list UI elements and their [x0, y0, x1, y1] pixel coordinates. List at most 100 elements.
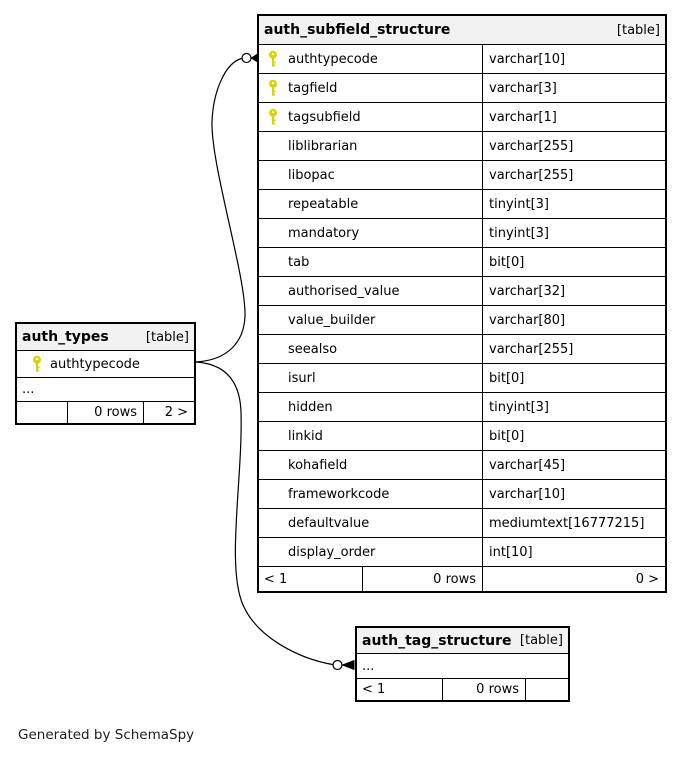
column-name-text: isurl — [288, 370, 316, 386]
column-list: authtypecode varchar[10] tagfield varchar[… — [259, 44, 665, 566]
column-type: varchar[80] — [482, 306, 665, 334]
primary-key-icon — [268, 79, 278, 97]
edge-auth-types-to-auth-tag-structure — [195, 361, 333, 666]
column-row-defaultvalue: defaultvalue mediumtext[16777215] — [259, 508, 665, 537]
column-name-text: mandatory — [288, 225, 360, 241]
column-name-text: liblibrarian — [288, 138, 358, 154]
parents-count: < 1 — [264, 571, 288, 587]
column-row-isurl: isurl bit[0] — [259, 363, 665, 392]
column-type: int[10] — [482, 538, 665, 566]
column-name-text: authtypecode — [288, 51, 378, 67]
table-footer: 0 rows 2 > — [17, 401, 194, 423]
column-type: bit[0] — [482, 422, 665, 450]
column-name: tagsubfield — [259, 103, 482, 131]
column-name: seealso — [259, 335, 482, 363]
column-type: bit[0] — [482, 364, 665, 392]
children-count: 0 > — [482, 567, 665, 591]
table-type-label: [table] — [616, 22, 660, 38]
column-name: frameworkcode — [259, 480, 482, 508]
column-type: varchar[10] — [482, 480, 665, 508]
column-type: mediumtext[16777215] — [482, 509, 665, 537]
columns-ellipsis: ... — [17, 377, 194, 401]
column-type: varchar[255] — [482, 335, 665, 363]
column-name: value_builder — [259, 306, 482, 334]
column-name-text: tagfield — [288, 80, 338, 96]
column-row-liblibrarian: liblibrarian varchar[255] — [259, 131, 665, 160]
column-name-text: tab — [288, 254, 310, 270]
column-name-text: linkid — [288, 428, 323, 444]
column-type: bit[0] — [482, 248, 665, 276]
edge-arrow-auth-tag-structure — [341, 659, 355, 671]
table-header[interactable]: auth_types [table] — [17, 324, 194, 350]
column-row-authtypecode: authtypecode varchar[10] — [259, 44, 665, 73]
column-name-text: authorised_value — [288, 283, 400, 299]
table-node-auth-subfield-structure: auth_subfield_structure [table] authtype… — [257, 14, 667, 593]
children-count — [525, 679, 568, 700]
column-name-text: kohafield — [288, 457, 348, 473]
generated-by-note: Generated by SchemaSpy — [18, 727, 195, 743]
column-name-text: display_order — [288, 544, 376, 560]
row-count: 0 rows — [442, 679, 525, 700]
column-name: linkid — [259, 422, 482, 450]
column-name: isurl — [259, 364, 482, 392]
column-type: varchar[45] — [482, 451, 665, 479]
column-row-mandatory: mandatory tinyint[3] — [259, 218, 665, 247]
column-name: repeatable — [259, 190, 482, 218]
table-header[interactable]: auth_tag_structure [table] — [357, 628, 568, 653]
column-type: varchar[255] — [482, 161, 665, 189]
row-count: 0 rows — [67, 402, 143, 423]
column-row-tab: tab bit[0] — [259, 247, 665, 276]
column-row-authtypecode: authtypecode — [17, 350, 194, 377]
table-name[interactable]: auth_tag_structure — [362, 632, 512, 649]
column-type: varchar[255] — [482, 132, 665, 160]
column-name: kohafield — [259, 451, 482, 479]
column-row-linkid: linkid bit[0] — [259, 421, 665, 450]
table-type-label: [table] — [145, 329, 189, 345]
column-type: tinyint[3] — [482, 393, 665, 421]
column-row-display_order: display_order int[10] — [259, 537, 665, 566]
edge-odot-auth-tag-structure — [332, 659, 343, 671]
column-name: liblibrarian — [259, 132, 482, 160]
column-row-authorised_value: authorised_value varchar[32] — [259, 276, 665, 305]
column-row-tagfield: tagfield varchar[3] — [259, 73, 665, 102]
column-type: varchar[3] — [482, 74, 665, 102]
column-type: varchar[10] — [482, 45, 665, 73]
parents-count[interactable]: < 1 — [362, 682, 386, 697]
column-type: tinyint[3] — [482, 219, 665, 247]
primary-key-icon — [32, 355, 42, 373]
column-name: mandatory — [259, 219, 482, 247]
column-name-text: frameworkcode — [288, 486, 390, 502]
column-name-text: repeatable — [288, 196, 359, 212]
table-name[interactable]: auth_types — [22, 329, 109, 345]
column-name: defaultvalue — [259, 509, 482, 537]
column-name: authtypecode — [17, 351, 194, 377]
column-name: authtypecode — [259, 45, 482, 73]
column-row-repeatable: repeatable tinyint[3] — [259, 189, 665, 218]
table-name[interactable]: auth_subfield_structure — [264, 22, 451, 38]
column-name: tab — [259, 248, 482, 276]
column-row-value_builder: value_builder varchar[80] — [259, 305, 665, 334]
column-name-text: defaultvalue — [288, 515, 370, 531]
table-header[interactable]: auth_subfield_structure [table] — [259, 16, 665, 44]
table-node-auth-tag-structure: auth_tag_structure [table] ... < 1 0 row… — [355, 626, 570, 702]
column-name: display_order — [259, 538, 482, 566]
column-type: varchar[32] — [482, 277, 665, 305]
column-row-libopac: libopac varchar[255] — [259, 160, 665, 189]
table-node-auth-types: auth_types [table] authtypecode ... — [15, 322, 196, 425]
edge-auth-types-to-auth-subfield-structure — [195, 57, 246, 363]
column-name: libopac — [259, 161, 482, 189]
parents-count — [17, 402, 67, 423]
column-name-text: libopac — [288, 167, 335, 183]
column-name: authorised_value — [259, 277, 482, 305]
children-count[interactable]: 2 > — [143, 402, 194, 423]
column-name-text: value_builder — [288, 312, 376, 328]
column-type: tinyint[3] — [482, 190, 665, 218]
edge-odot-auth-subfield-structure — [241, 52, 252, 64]
primary-key-icon — [268, 50, 278, 68]
column-row-frameworkcode: frameworkcode varchar[10] — [259, 479, 665, 508]
